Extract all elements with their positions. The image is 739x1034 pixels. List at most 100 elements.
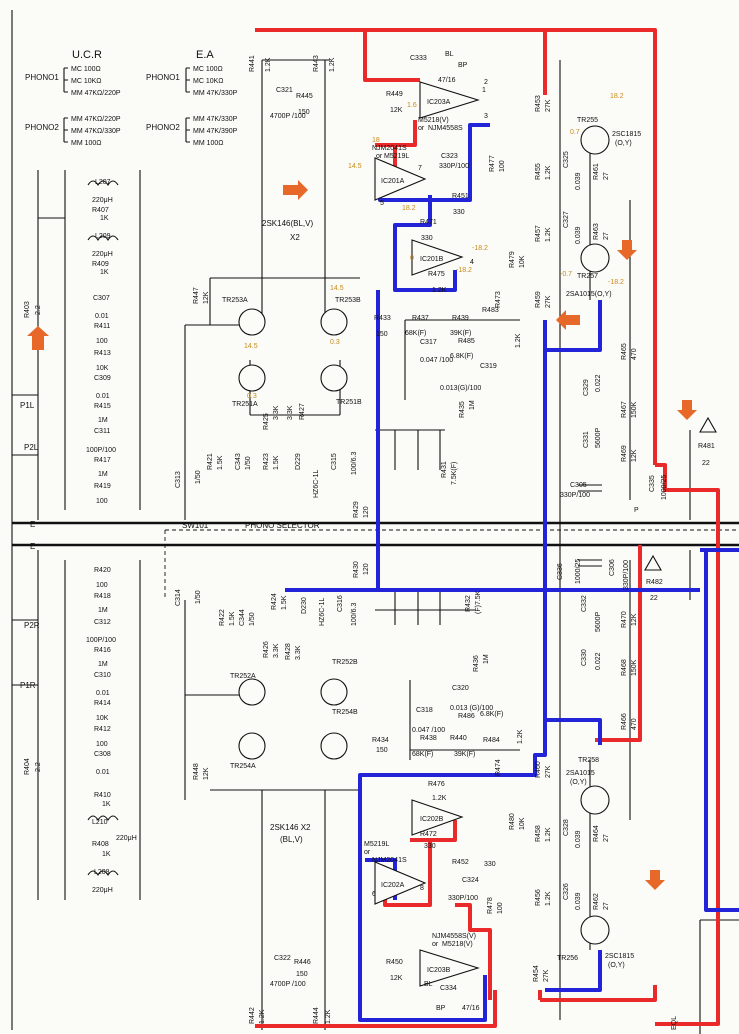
c306-value: 330P/100 [623, 560, 630, 590]
r433-value: 150 [376, 331, 388, 338]
tr252a-label: TR252A [230, 673, 256, 680]
r484-label: R484 [483, 737, 500, 744]
c306-plates [578, 559, 602, 567]
blue-ic201b-loop [393, 250, 457, 292]
red-right-loop [655, 463, 720, 1026]
r422-label: R422 [219, 609, 226, 626]
ea-p2-line3: MM 100Ω [193, 140, 224, 147]
c313-label: C313 [175, 471, 182, 488]
left-input-taps [12, 217, 65, 686]
pin-7: 7 [418, 165, 422, 172]
ucr-p1-line3: MM 47KΩ/220P [71, 90, 121, 97]
c315-value: 100/6.3 [351, 452, 358, 475]
ic202b-symbol [411, 799, 464, 836]
ic202b-label: IC202B [420, 816, 444, 823]
r420-label: R420 [94, 567, 111, 574]
tr254a-body [238, 732, 266, 760]
ic201a-label: IC201A [381, 178, 405, 185]
m5218-top: M5218(V) [418, 117, 449, 124]
opamps [374, 81, 480, 987]
tr254a-label: TR254A [230, 763, 256, 770]
c311-label: C311 [94, 428, 110, 435]
m5219l-label: M5219L [384, 153, 409, 160]
r432-value: (F)7.5K [475, 590, 482, 614]
r442-value: 1.2K [259, 1009, 266, 1024]
c310-value: 0.01 [96, 690, 110, 697]
r422-value: 1.5K [229, 611, 236, 626]
ucr-p2-line2: MM 47KΩ/330P [71, 128, 121, 135]
r430-label: R430 [353, 561, 360, 578]
r437-value: 68K(F) [405, 330, 426, 337]
r470-label: R470 [621, 611, 628, 628]
c317-value: 0.047 /100 [420, 357, 453, 364]
c321-value: 4700P /100 [270, 113, 306, 120]
c326-label: C326 [563, 883, 570, 900]
or-bot: or [364, 849, 371, 856]
voltage-neg-0-7: -0.7 [560, 271, 572, 278]
r458-value: 1.2K [545, 827, 552, 842]
r462-value: 27 [603, 902, 610, 910]
r413-value: 10K [96, 365, 109, 372]
r479-value: 10K [519, 255, 526, 268]
ucr-p1-line1: MC 100Ω [71, 66, 101, 73]
r476-label: R476 [428, 781, 445, 788]
r426-value: 3.3K [273, 643, 280, 658]
transistors [238, 125, 610, 945]
r465-value: 470 [631, 348, 638, 360]
r411-value: 100 [96, 338, 108, 345]
ucr-p1-line2: MC 10KΩ [71, 78, 102, 85]
warning-icon-r482 [644, 554, 662, 571]
blue-right-loop [700, 548, 739, 912]
c325-value: 0.039 [575, 172, 582, 190]
c323-value: 330P/100 [439, 163, 469, 170]
or-bot2: or [432, 941, 439, 948]
tr251b-label: TR251B [336, 399, 362, 406]
c318-value: 0.047 /100 [412, 727, 445, 734]
r480-value: 10K [519, 817, 526, 830]
r411-label: R411 [94, 323, 110, 330]
r446-label: R446 [294, 959, 311, 966]
ea-title: E.A [196, 49, 214, 61]
ucr-p2-line3: MM 100Ω [71, 140, 102, 147]
c313-value: 1/50 [195, 470, 202, 484]
r462-label: R462 [593, 893, 600, 910]
ea-brackets [185, 67, 190, 143]
tr258-grade: (O,Y) [570, 779, 587, 786]
tr252b-body [320, 678, 348, 706]
hz6c-label-bottom: HZ6C-1L [319, 597, 326, 626]
tr252b-label: TR252B [332, 659, 358, 666]
ucr-brackets [63, 67, 68, 143]
r472-value: 330 [424, 843, 436, 850]
voltage-18: 18 [372, 137, 380, 144]
l208-coil [87, 870, 119, 877]
tr258-type: 2SA1015 [566, 770, 595, 777]
c321-label: C321 [276, 87, 293, 94]
r434-label: R434 [372, 737, 389, 744]
r409-value: 1K [100, 269, 109, 276]
l210-value: 220μH [116, 835, 137, 842]
fet-top-drain-lines [261, 59, 330, 330]
ea-p1-line3: MM 47K/330P [193, 90, 238, 97]
warning-icon-r481 [699, 416, 717, 433]
ic201a-symbol [374, 157, 427, 201]
ground-e-lower: E [30, 542, 35, 551]
ic203b-symbol [419, 949, 480, 987]
c343-value: 1/50 [245, 456, 252, 470]
r482-value: 22 [650, 595, 658, 602]
red-traces [255, 28, 720, 1028]
c331-value: 5600P [595, 427, 602, 448]
blue-main-bus [285, 290, 700, 592]
r443-value: 1.2K [329, 57, 336, 72]
l209-value: 220μH [92, 251, 113, 258]
c325-label: C325 [563, 151, 570, 168]
r428-label: R428 [285, 643, 292, 660]
r461-value: 27 [603, 172, 610, 180]
ground-e-upper: E [30, 520, 35, 529]
c309-label: C309 [94, 375, 111, 382]
r410-value: 1K [102, 801, 111, 808]
header-legend: U.C.R E.A PHONO1 PHONO2 PHONO1 PHONO2 MC… [25, 49, 238, 147]
m5219l-bot: M5219L [364, 841, 389, 848]
fet-top-count: X2 [290, 233, 300, 242]
